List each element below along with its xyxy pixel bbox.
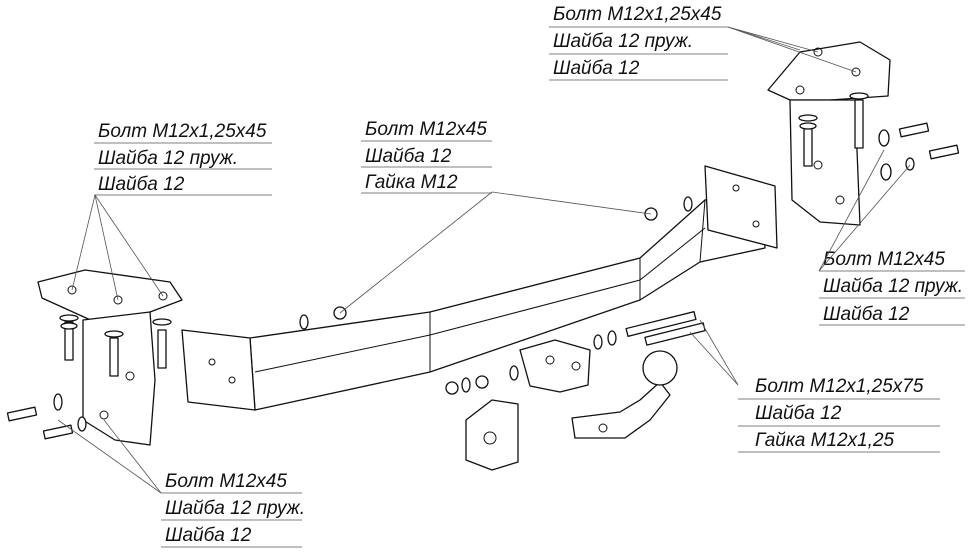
- leader-lines: [71, 26, 857, 386]
- bracket-right-bolts: [798, 92, 960, 181]
- callout-right-bottom-line-3: Гайка М12х1,25: [755, 430, 895, 451]
- callout-bottom-left: Болт М12х45 Шайба 12 пруж. Шайба 12: [161, 471, 305, 548]
- callout-right-middle-line-1: Болт М12х45: [823, 249, 945, 270]
- callout-right-middle-line-3: Шайба 12: [823, 304, 910, 325]
- callout-left-upper-line-1: Болт М12х1,25х45: [98, 121, 267, 142]
- callout-top-right: Болт М12х1,25х45 Шайба 12 пруж. Шайба 12: [549, 4, 728, 81]
- beam-end-plate-left: [181, 329, 256, 411]
- bracket-left-side-bolts: [6, 393, 87, 440]
- callout-right-bottom-line-1: Болт М12х1,25х75: [755, 376, 924, 397]
- callout-center-top-line-2: Шайба 12: [365, 146, 452, 167]
- ball-bolts: [445, 311, 706, 395]
- callout-left-upper: Болт М12х1,25х45 Шайба 12 пруж. Шайба 12: [94, 121, 272, 196]
- beam-end-plate-right: [704, 165, 778, 249]
- crossbar-beam: [249, 184, 766, 411]
- leader-bottom-left-a: [103, 419, 162, 494]
- bracket-left-bolts: [59, 314, 172, 377]
- leader-right-middle-b: [818, 164, 911, 272]
- callout-right-middle-line-2: Шайба 12 пруж.: [823, 276, 963, 297]
- callout-center-top-line-1: Болт М12х45: [365, 119, 487, 140]
- callout-bottom-left-line-2: Шайба 12 пруж.: [165, 498, 305, 519]
- callout-bottom-left-line-1: Болт М12х45: [165, 471, 287, 492]
- callout-center-top: Болт М12х45 Шайба 12 Гайка М12: [361, 119, 492, 194]
- tow-ball: [571, 350, 678, 439]
- callout-top-right-line-3: Шайба 12: [553, 58, 640, 79]
- callout-right-bottom: Болт М12х1,25х75 Шайба 12 Гайка М12х1,25: [738, 376, 940, 453]
- callout-bottom-left-line-3: Шайба 12: [165, 525, 252, 546]
- callout-center-top-line-3: Гайка М12: [365, 172, 458, 193]
- callout-top-right-line-1: Болт М12х1,25х45: [553, 4, 722, 25]
- leader-bottom-left-b: [57, 419, 162, 494]
- callout-top-right-line-2: Шайба 12 пруж.: [553, 31, 693, 52]
- leader-right-middle-a: [818, 149, 885, 272]
- callout-right-middle: Болт М12х45 Шайба 12 пруж. Шайба 12: [819, 249, 965, 326]
- socket-plate: [465, 399, 519, 471]
- ball-mount: [519, 339, 591, 393]
- callout-left-upper-line-3: Шайба 12: [98, 174, 185, 195]
- callout-right-bottom-line-2: Шайба 12: [755, 403, 842, 424]
- bracket-right: [767, 41, 891, 226]
- callout-left-upper-line-2: Шайба 12 пруж.: [98, 148, 238, 169]
